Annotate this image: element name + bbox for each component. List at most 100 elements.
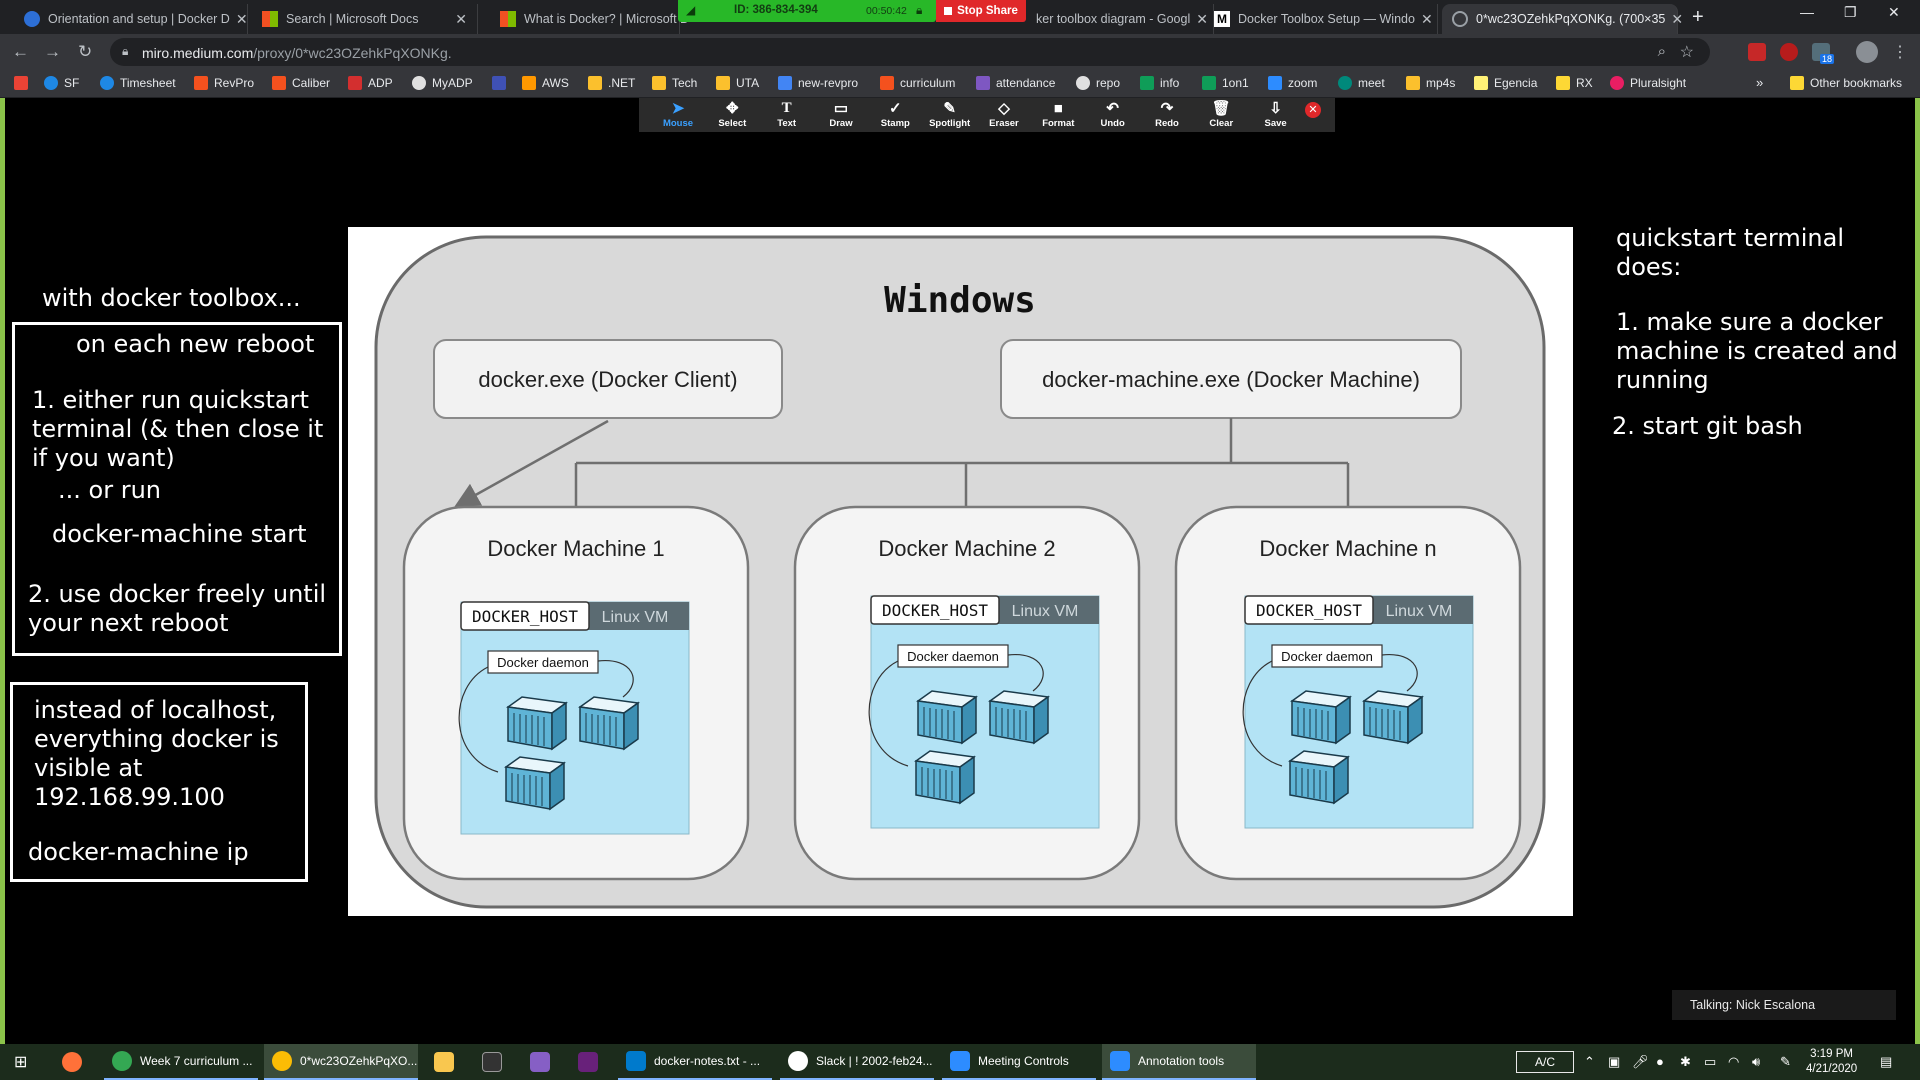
lock-icon[interactable]: 🔒︎ xyxy=(916,3,923,17)
tab-toolbox-diagram[interactable]: ker toolbox diagram - Googl ✕ xyxy=(1026,4,1214,34)
taskbar-slack[interactable]: Slack | ! 2002-feb24... xyxy=(780,1044,934,1080)
eraser-icon: ◇ xyxy=(998,100,1010,117)
bookmark-star-icon[interactable]: ☆ xyxy=(1679,44,1694,61)
bookmark-tech[interactable]: Tech xyxy=(652,76,697,90)
bookmark-egencia[interactable]: Egencia xyxy=(1474,76,1537,90)
secure-lock-icon[interactable]: 🔒︎ xyxy=(122,44,129,58)
lastpass-extension-icon[interactable] xyxy=(1748,43,1766,61)
bookmark-meet[interactable]: meet xyxy=(1338,76,1385,90)
firefox-taskbar-icon[interactable] xyxy=(62,1044,90,1080)
tab-search-docs[interactable]: Search | Microsoft Docs ✕ xyxy=(252,4,478,34)
input-method-indicator[interactable]: A/C xyxy=(1516,1051,1574,1073)
chrome-tray-icon[interactable]: ● xyxy=(1656,1054,1664,1069)
minimize-icon[interactable]: — xyxy=(1800,4,1814,20)
tool-save[interactable]: ⇩Save xyxy=(1251,98,1301,132)
tab-what-is-docker[interactable]: What is Docker? | Microsoft D xyxy=(490,4,689,34)
windows-start-icon[interactable]: ⊞ xyxy=(14,1054,28,1071)
tab-toolbox-setup[interactable]: M Docker Toolbox Setup — Windo ✕ xyxy=(1204,4,1438,34)
gmail-bookmark[interactable] xyxy=(14,76,34,90)
reload-icon[interactable]: ↻ xyxy=(78,42,93,61)
tool-undo[interactable]: ↶Undo xyxy=(1088,98,1138,132)
bookmark-myadp[interactable]: MyADP xyxy=(412,76,473,90)
terminal-taskbar-icon[interactable] xyxy=(482,1044,510,1080)
bookmark-dotnet[interactable]: .NET xyxy=(588,76,635,90)
other-bookmarks-folder[interactable]: Other bookmarks xyxy=(1790,76,1902,90)
zoom-tray-icon[interactable]: ▣ xyxy=(1608,1054,1621,1069)
visual-studio-2-taskbar-icon[interactable] xyxy=(578,1044,606,1080)
wifi-icon[interactable]: ◠ xyxy=(1728,1054,1740,1069)
tool-mouse[interactable]: ➤Mouse xyxy=(653,98,703,132)
tool-format[interactable]: ■Format xyxy=(1033,98,1083,132)
battery-icon[interactable]: ▭ xyxy=(1704,1054,1717,1069)
slack-tray-icon[interactable]: ✱ xyxy=(1680,1054,1691,1069)
bookmark-timesheet[interactable]: Timesheet xyxy=(100,76,176,90)
close-tab-icon[interactable]: ✕ xyxy=(235,10,248,27)
bookmark-caliber[interactable]: Caliber xyxy=(272,76,330,90)
url-text[interactable]: miro.medium.com/proxy/0*wc23OZehkPqXONKg… xyxy=(142,45,452,61)
bookmark-pluralsight[interactable]: Pluralsight xyxy=(1610,76,1686,90)
bookmark-mp4s[interactable]: mp4s xyxy=(1406,76,1455,90)
bookmark-aws[interactable]: AWS xyxy=(522,76,569,90)
pen-icon[interactable]: ✎ xyxy=(1780,1054,1791,1069)
taskbar-meeting-controls[interactable]: Meeting Controls xyxy=(942,1044,1096,1080)
tool-select[interactable]: ✥Select xyxy=(707,98,757,132)
tool-stamp[interactable]: ✓Stamp xyxy=(870,98,920,132)
new-tab-button[interactable]: + xyxy=(1692,6,1704,28)
back-icon[interactable]: ← xyxy=(12,42,29,61)
bookmark-info[interactable]: info xyxy=(1140,76,1179,90)
close-window-icon[interactable]: ✕ xyxy=(1888,4,1900,20)
bookmark-1on1[interactable]: 1on1 xyxy=(1202,76,1249,90)
bookmark-aws-a[interactable] xyxy=(492,76,512,90)
file-explorer-taskbar-icon[interactable] xyxy=(434,1044,462,1080)
microphone-icon[interactable]: 🎤︎ xyxy=(1632,1054,1649,1069)
taskbar-vscode-notes[interactable]: docker-notes.txt - ... xyxy=(618,1044,772,1080)
tab-orientation[interactable]: Orientation and setup | Docker D ✕ xyxy=(14,4,248,34)
profile-avatar[interactable] xyxy=(1856,41,1878,63)
bookmark-uta[interactable]: UTA xyxy=(716,76,759,90)
tab-image-active[interactable]: 0*wc23OZehkPqXONKg. (700×35 ✕ xyxy=(1442,4,1683,34)
show-hidden-icons-chevron[interactable]: ⌃ xyxy=(1584,1054,1595,1069)
folder-icon xyxy=(1790,76,1804,90)
taskbar-chrome-curriculum[interactable]: Week 7 curriculum ... xyxy=(104,1044,258,1080)
close-tab-icon[interactable]: ✕ xyxy=(1196,10,1208,27)
tool-spotlight[interactable]: ✎Spotlight xyxy=(925,98,975,132)
visual-studio-taskbar-icon[interactable] xyxy=(530,1044,558,1080)
github-circle-icon xyxy=(412,76,426,90)
forward-icon[interactable]: → xyxy=(44,42,61,61)
bookmark-sf[interactable]: SF xyxy=(44,76,79,90)
address-bar[interactable]: 🔒︎ miro.medium.com/proxy/0*wc23OZehkPqXO… xyxy=(110,38,1710,66)
restore-icon[interactable]: ❐ xyxy=(1844,4,1857,20)
taskbar-chrome-image[interactable]: 0*wc23OZehkPqXO... xyxy=(264,1044,418,1080)
bookmark-zoom[interactable]: zoom xyxy=(1268,76,1317,90)
close-tab-icon[interactable]: ✕ xyxy=(455,10,467,27)
menu-kebab-icon[interactable]: ⋮ xyxy=(1892,44,1908,61)
close-tab-icon[interactable]: ✕ xyxy=(1420,10,1433,27)
close-tab-icon[interactable]: ✕ xyxy=(1671,10,1684,27)
other-bookmarks-label: Other bookmarks xyxy=(1810,76,1903,90)
bookmark-adp[interactable]: ADP xyxy=(348,76,393,90)
taskbar-annotation-tools[interactable]: Annotation tools xyxy=(1102,1044,1256,1080)
notifications-icon[interactable]: ▤ xyxy=(1880,1054,1893,1069)
pluralsight-icon xyxy=(1610,76,1624,90)
trash-icon: 🗑︎ xyxy=(1211,100,1231,117)
zoom-magnifier-icon[interactable]: ⌕ xyxy=(1657,43,1666,60)
tool-clear[interactable]: 🗑︎Clear xyxy=(1196,98,1246,132)
close-annotation-icon[interactable]: ✕ xyxy=(1304,102,1321,118)
bookmark-label: Caliber xyxy=(292,76,331,90)
bookmarks-overflow-button[interactable]: » xyxy=(1756,75,1764,90)
tool-redo[interactable]: ↷Redo xyxy=(1142,98,1192,132)
bookmark-new-revpro[interactable]: new-revpro xyxy=(778,76,858,90)
bookmark-repo[interactable]: repo xyxy=(1076,76,1120,90)
bookmark-rx[interactable]: RX xyxy=(1556,76,1593,90)
stop-share-button[interactable]: Stop Share xyxy=(936,0,1026,22)
bookmark-curriculum[interactable]: curriculum xyxy=(880,76,955,90)
bookmark-attendance[interactable]: attendance xyxy=(976,76,1055,90)
volume-icon[interactable]: 🔊︎ xyxy=(1752,1054,1761,1069)
tool-eraser[interactable]: ◇Eraser xyxy=(979,98,1029,132)
ublock-extension-icon[interactable] xyxy=(1780,43,1798,61)
bookmark-revpro[interactable]: RevPro xyxy=(194,76,254,90)
firefox-icon xyxy=(62,1052,82,1072)
tool-draw[interactable]: ▭Draw xyxy=(816,98,866,132)
